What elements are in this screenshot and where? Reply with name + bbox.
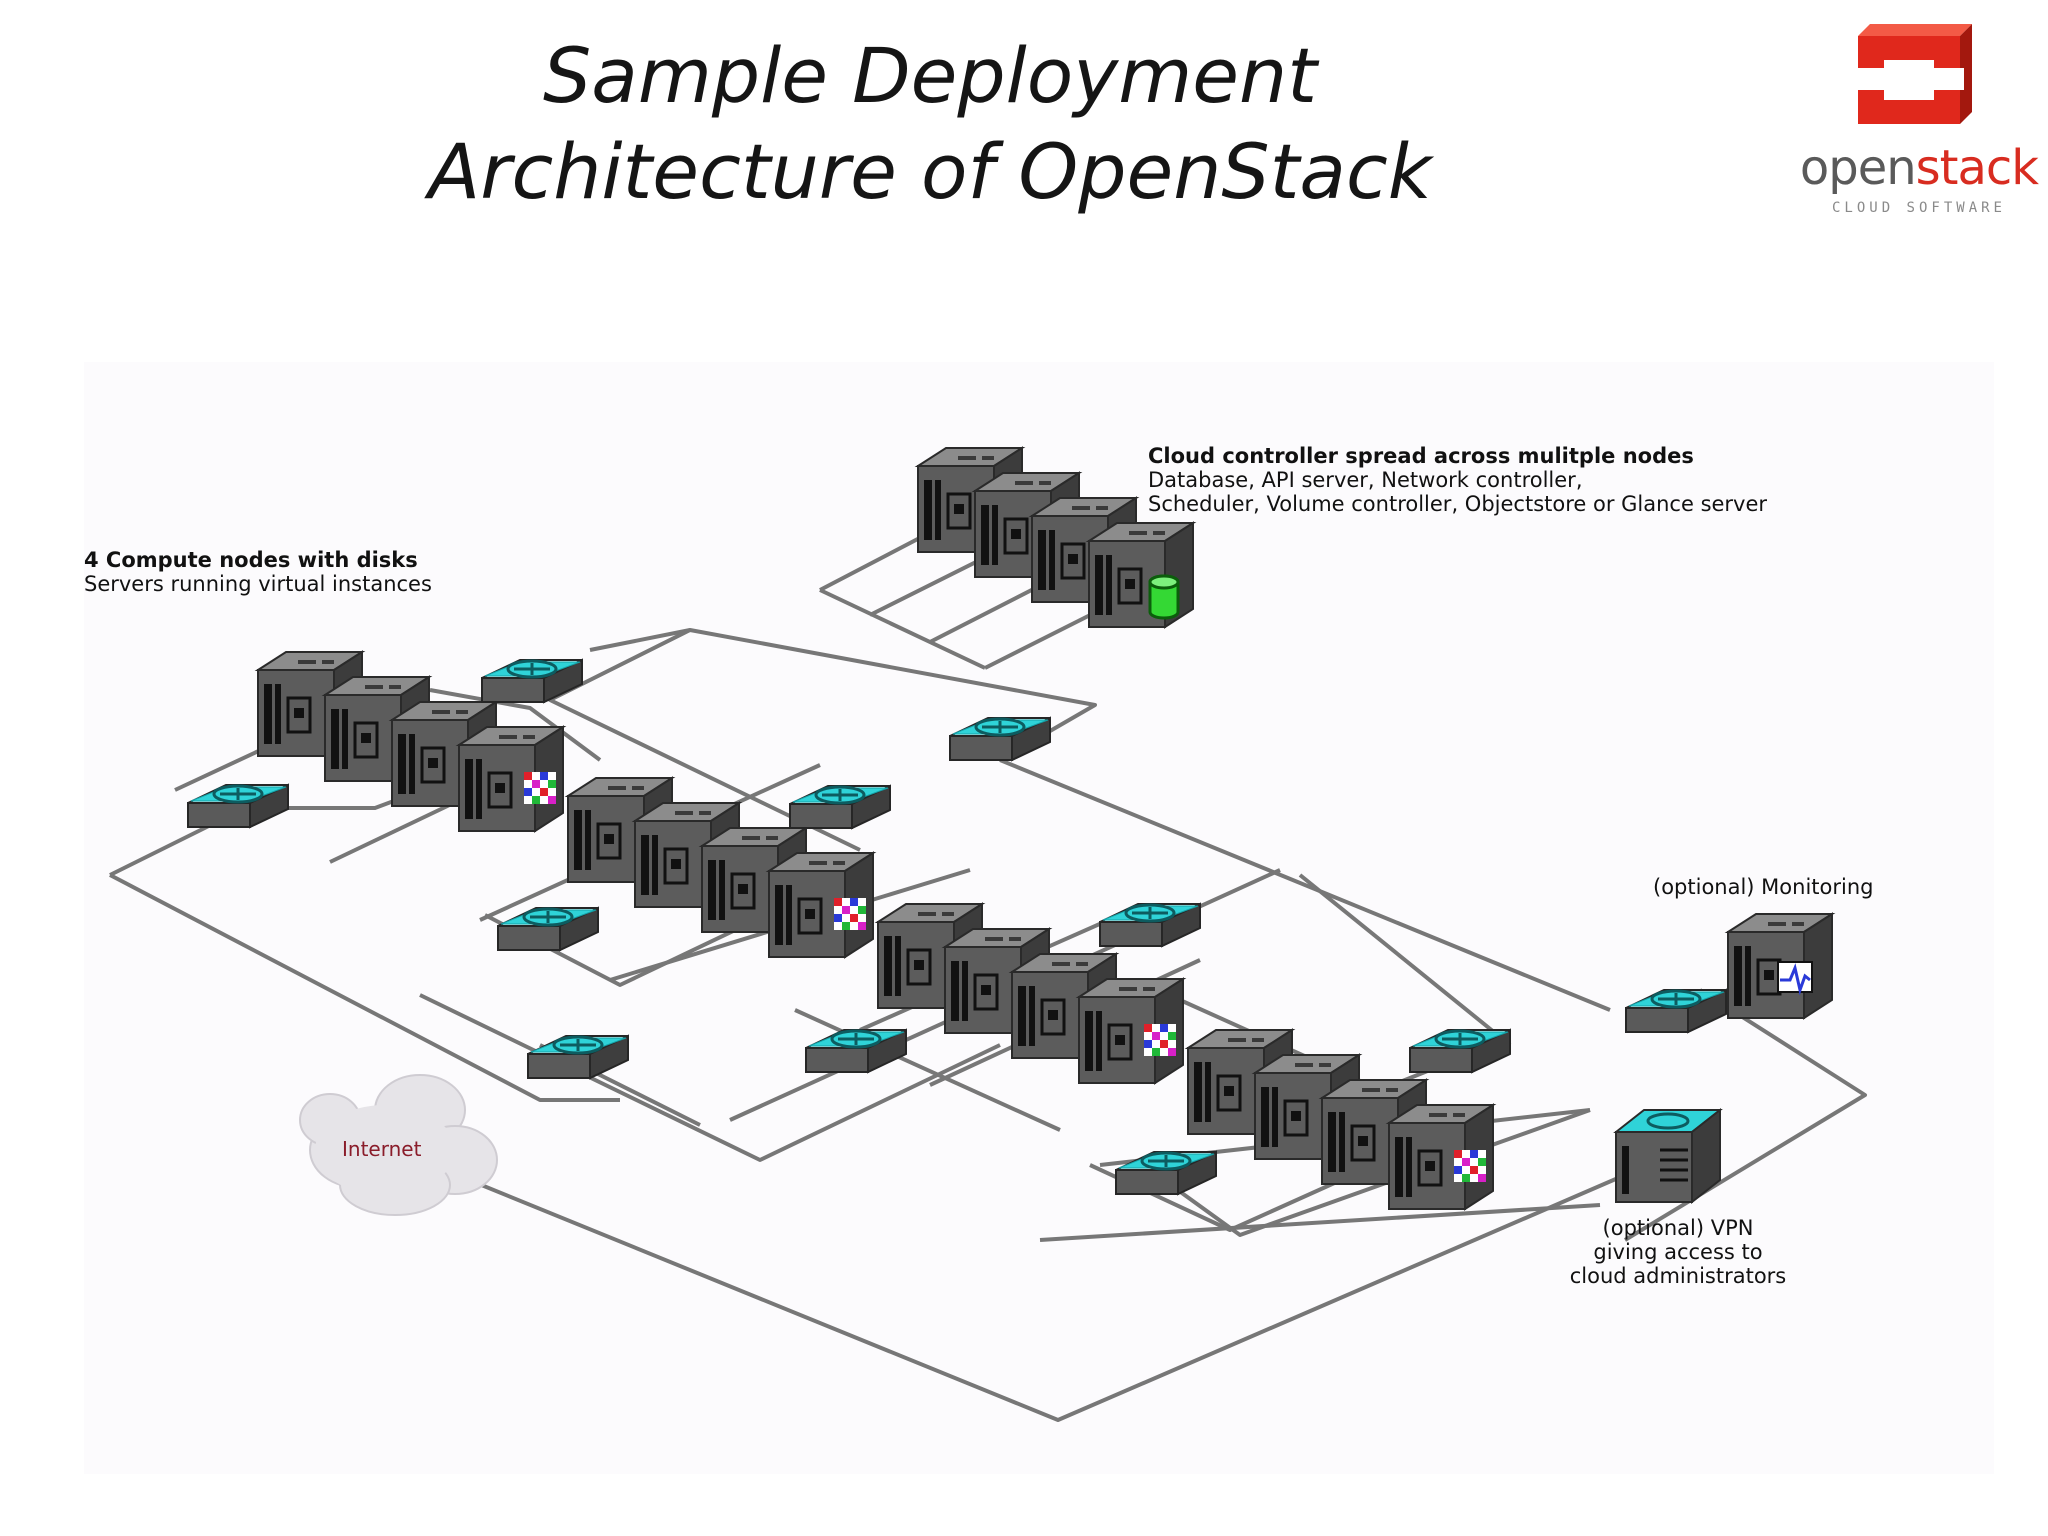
vpn-label-2: giving access to (1593, 1240, 1763, 1264)
link-compute-4d (1039, 1203, 1601, 1242)
compute-nodes-heading: 4 Compute nodes with disks (84, 548, 418, 572)
switch-icon (788, 784, 892, 830)
switch-icon (526, 1034, 630, 1080)
cloud-controller-nodes (916, 446, 1195, 629)
internet-cloud-icon (299, 1074, 498, 1216)
vm-instances-icon (834, 898, 866, 930)
vpn-label-1: (optional) VPN (1602, 1216, 1754, 1240)
link-core-east (1298, 873, 1512, 1047)
cloud-controller-heading: Cloud controller spread across mulitple … (1148, 444, 1694, 468)
link-trunk-mid (419, 993, 1001, 1162)
logo-tagline: CLOUD SOFTWARE (1831, 200, 2006, 216)
vpn-server (1613, 1107, 1723, 1205)
switch-icon (496, 906, 600, 952)
compute-nodes-description: Servers running virtual instances (84, 572, 432, 596)
cloud-controller-description-2: Scheduler, Volume controller, Objectstor… (1148, 492, 1768, 516)
link-controller-bus-base (819, 588, 986, 670)
link-switch-top (429, 688, 602, 762)
switch-icon (1114, 1150, 1218, 1196)
internet-label: Internet (342, 1137, 422, 1161)
logo-wordmark: openstack (1790, 144, 2048, 192)
link-compute-3a (794, 1008, 1061, 1132)
switch-icon (1098, 902, 1202, 948)
slide-title-line-1: Sample Deployment (543, 31, 1317, 120)
monitoring-server (1726, 912, 1834, 1020)
switch-icon (948, 716, 1052, 762)
link-trunk-west (109, 873, 620, 1102)
vm-instances-icon (524, 772, 556, 804)
openstack-logo-icon (1858, 24, 1972, 124)
logo-word-stack: stack (1915, 140, 2039, 196)
switch-icon (186, 783, 290, 829)
monitoring-graph-icon (1780, 963, 1811, 996)
vm-instances-icon (1144, 1024, 1176, 1056)
link-core-monitoring (999, 758, 1611, 1012)
slide-title-line-2: Architecture of OpenStack (428, 127, 1432, 216)
switch-icon (480, 658, 584, 704)
vpn-router-icon (1646, 1112, 1690, 1130)
link-compute-1c (329, 798, 461, 864)
logo-word-open: open (1799, 140, 1917, 196)
switch-icon (804, 1028, 908, 1074)
vm-instances-icon (1454, 1150, 1486, 1182)
link-internet-trunk (419, 1158, 1626, 1422)
cloud-controller-description-1: Database, API server, Network controller… (1148, 468, 1583, 492)
vpn-label-3: cloud administrators (1569, 1264, 1787, 1288)
openstack-logo: openstack CLOUD SOFTWARE (1790, 12, 2048, 222)
monitoring-label: (optional) Monitoring (1653, 875, 1874, 899)
switch-icon (1408, 1028, 1512, 1074)
switch-icon (1624, 988, 1728, 1034)
